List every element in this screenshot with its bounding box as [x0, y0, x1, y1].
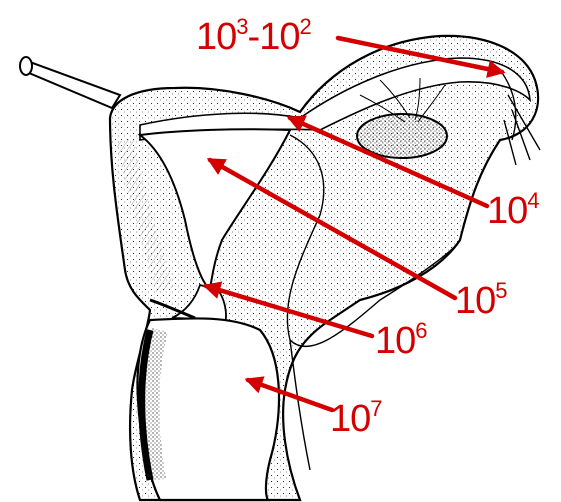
label-1: 103-102	[196, 16, 311, 56]
label-5: 107	[330, 398, 382, 438]
vagina	[138, 318, 280, 500]
label-2: 104	[487, 190, 539, 230]
ligament-stub	[20, 57, 120, 108]
label-3: 105	[455, 280, 507, 320]
label-4: 106	[375, 320, 427, 360]
